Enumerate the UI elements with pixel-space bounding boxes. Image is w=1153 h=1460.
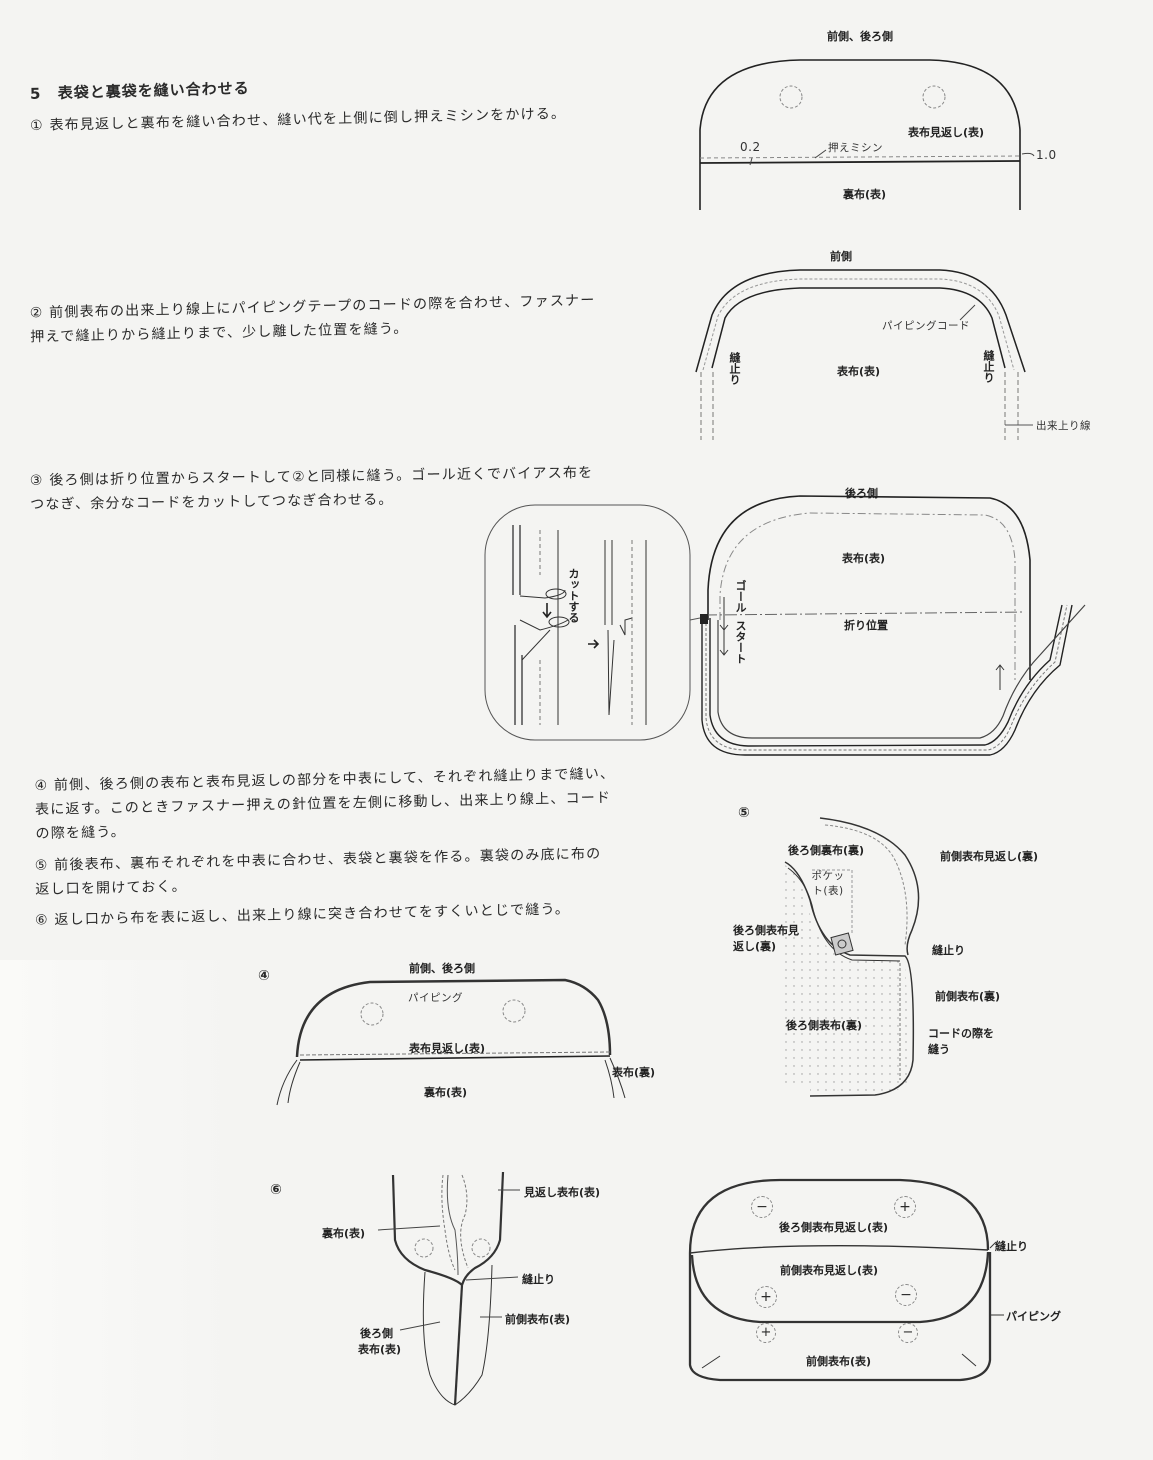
label-piping: パイピング	[408, 992, 463, 1004]
label-facing: 表布見返し(表)	[409, 1042, 486, 1055]
dimension-0-2: 0.2	[740, 140, 761, 154]
label-topstitch: 押えミシン	[828, 142, 883, 154]
label-pocket: ポケット(表)	[811, 870, 845, 897]
figure-title: 前側、後ろ側	[827, 30, 893, 43]
label-stop-right: 縫止り	[982, 350, 995, 383]
label-back-outer-line1: 後ろ側	[360, 1327, 393, 1340]
figure-number: ⑥	[270, 1182, 282, 1198]
snap-icon-male: +	[756, 1323, 776, 1343]
figure-title: 前側	[830, 250, 852, 263]
label-front-outer: 前側表布(表)	[505, 1313, 571, 1326]
label-facing: 表布見返し(表)	[908, 126, 985, 139]
label-outer-fabric: 表布(表)	[842, 552, 886, 565]
label-stop: 縫止り	[995, 1240, 1028, 1253]
label-stop-left: 縫止り	[728, 352, 741, 385]
figure-title: 前側、後ろ側	[409, 962, 475, 975]
label-front-facing: 前側表布見返し(裏)	[940, 850, 1039, 863]
label-piping: パイピング	[1006, 1310, 1061, 1323]
label-cut: カットする	[567, 568, 580, 623]
snap-icon-female: −	[751, 1196, 773, 1218]
snap-icon-male: +	[894, 1196, 916, 1218]
label-piping-cord: パイピングコード	[882, 320, 970, 332]
label-back-facing: 後ろ側表布見返し(表)	[779, 1221, 889, 1234]
label-front-outer: 前側表布(裏)	[935, 990, 1001, 1003]
label-outer-reverse: 表布(裏)	[612, 1066, 656, 1079]
label-front-facing: 前側表布見返し(表)	[780, 1264, 879, 1277]
label-outer-fabric: 表布(表)	[837, 365, 881, 378]
snap-icon-male: +	[755, 1286, 777, 1308]
figure-number: ④	[258, 968, 270, 984]
page-shadow	[0, 960, 240, 1460]
label-lining: 裏布(表)	[843, 188, 887, 201]
label-front-outer: 前側表布(表)	[806, 1355, 872, 1368]
figure-title: 後ろ側	[845, 487, 878, 500]
label-stop: 縫止り	[932, 944, 965, 957]
label-sew-cord: コードの際を縫う	[928, 1027, 994, 1056]
dimension-1-0: 1.0	[1036, 148, 1057, 162]
figure-number: ⑤	[738, 805, 750, 821]
snap-icon-female: −	[898, 1323, 918, 1343]
label-stop: 縫止り	[522, 1273, 555, 1286]
label-back-facing: 後ろ側表布見返し(裏)	[733, 924, 799, 953]
label-back-outer-line2: 表布(表)	[358, 1343, 402, 1356]
label-lining: 裏布(表)	[322, 1227, 366, 1240]
label-back-lining: 後ろ側裏布(裏)	[788, 844, 865, 857]
label-back-outer: 後ろ側表布(裏)	[786, 1019, 863, 1032]
label-fold-position: 折り位置	[844, 619, 888, 632]
snap-icon-female: −	[895, 1284, 917, 1306]
label-lining: 裏布(表)	[424, 1086, 468, 1099]
label-goal: ゴール	[734, 580, 747, 613]
label-finish-line: 出来上り線	[1036, 420, 1091, 432]
label-start: スタート	[734, 620, 747, 664]
label-facing-outer: 見返し表布(表)	[524, 1186, 601, 1199]
